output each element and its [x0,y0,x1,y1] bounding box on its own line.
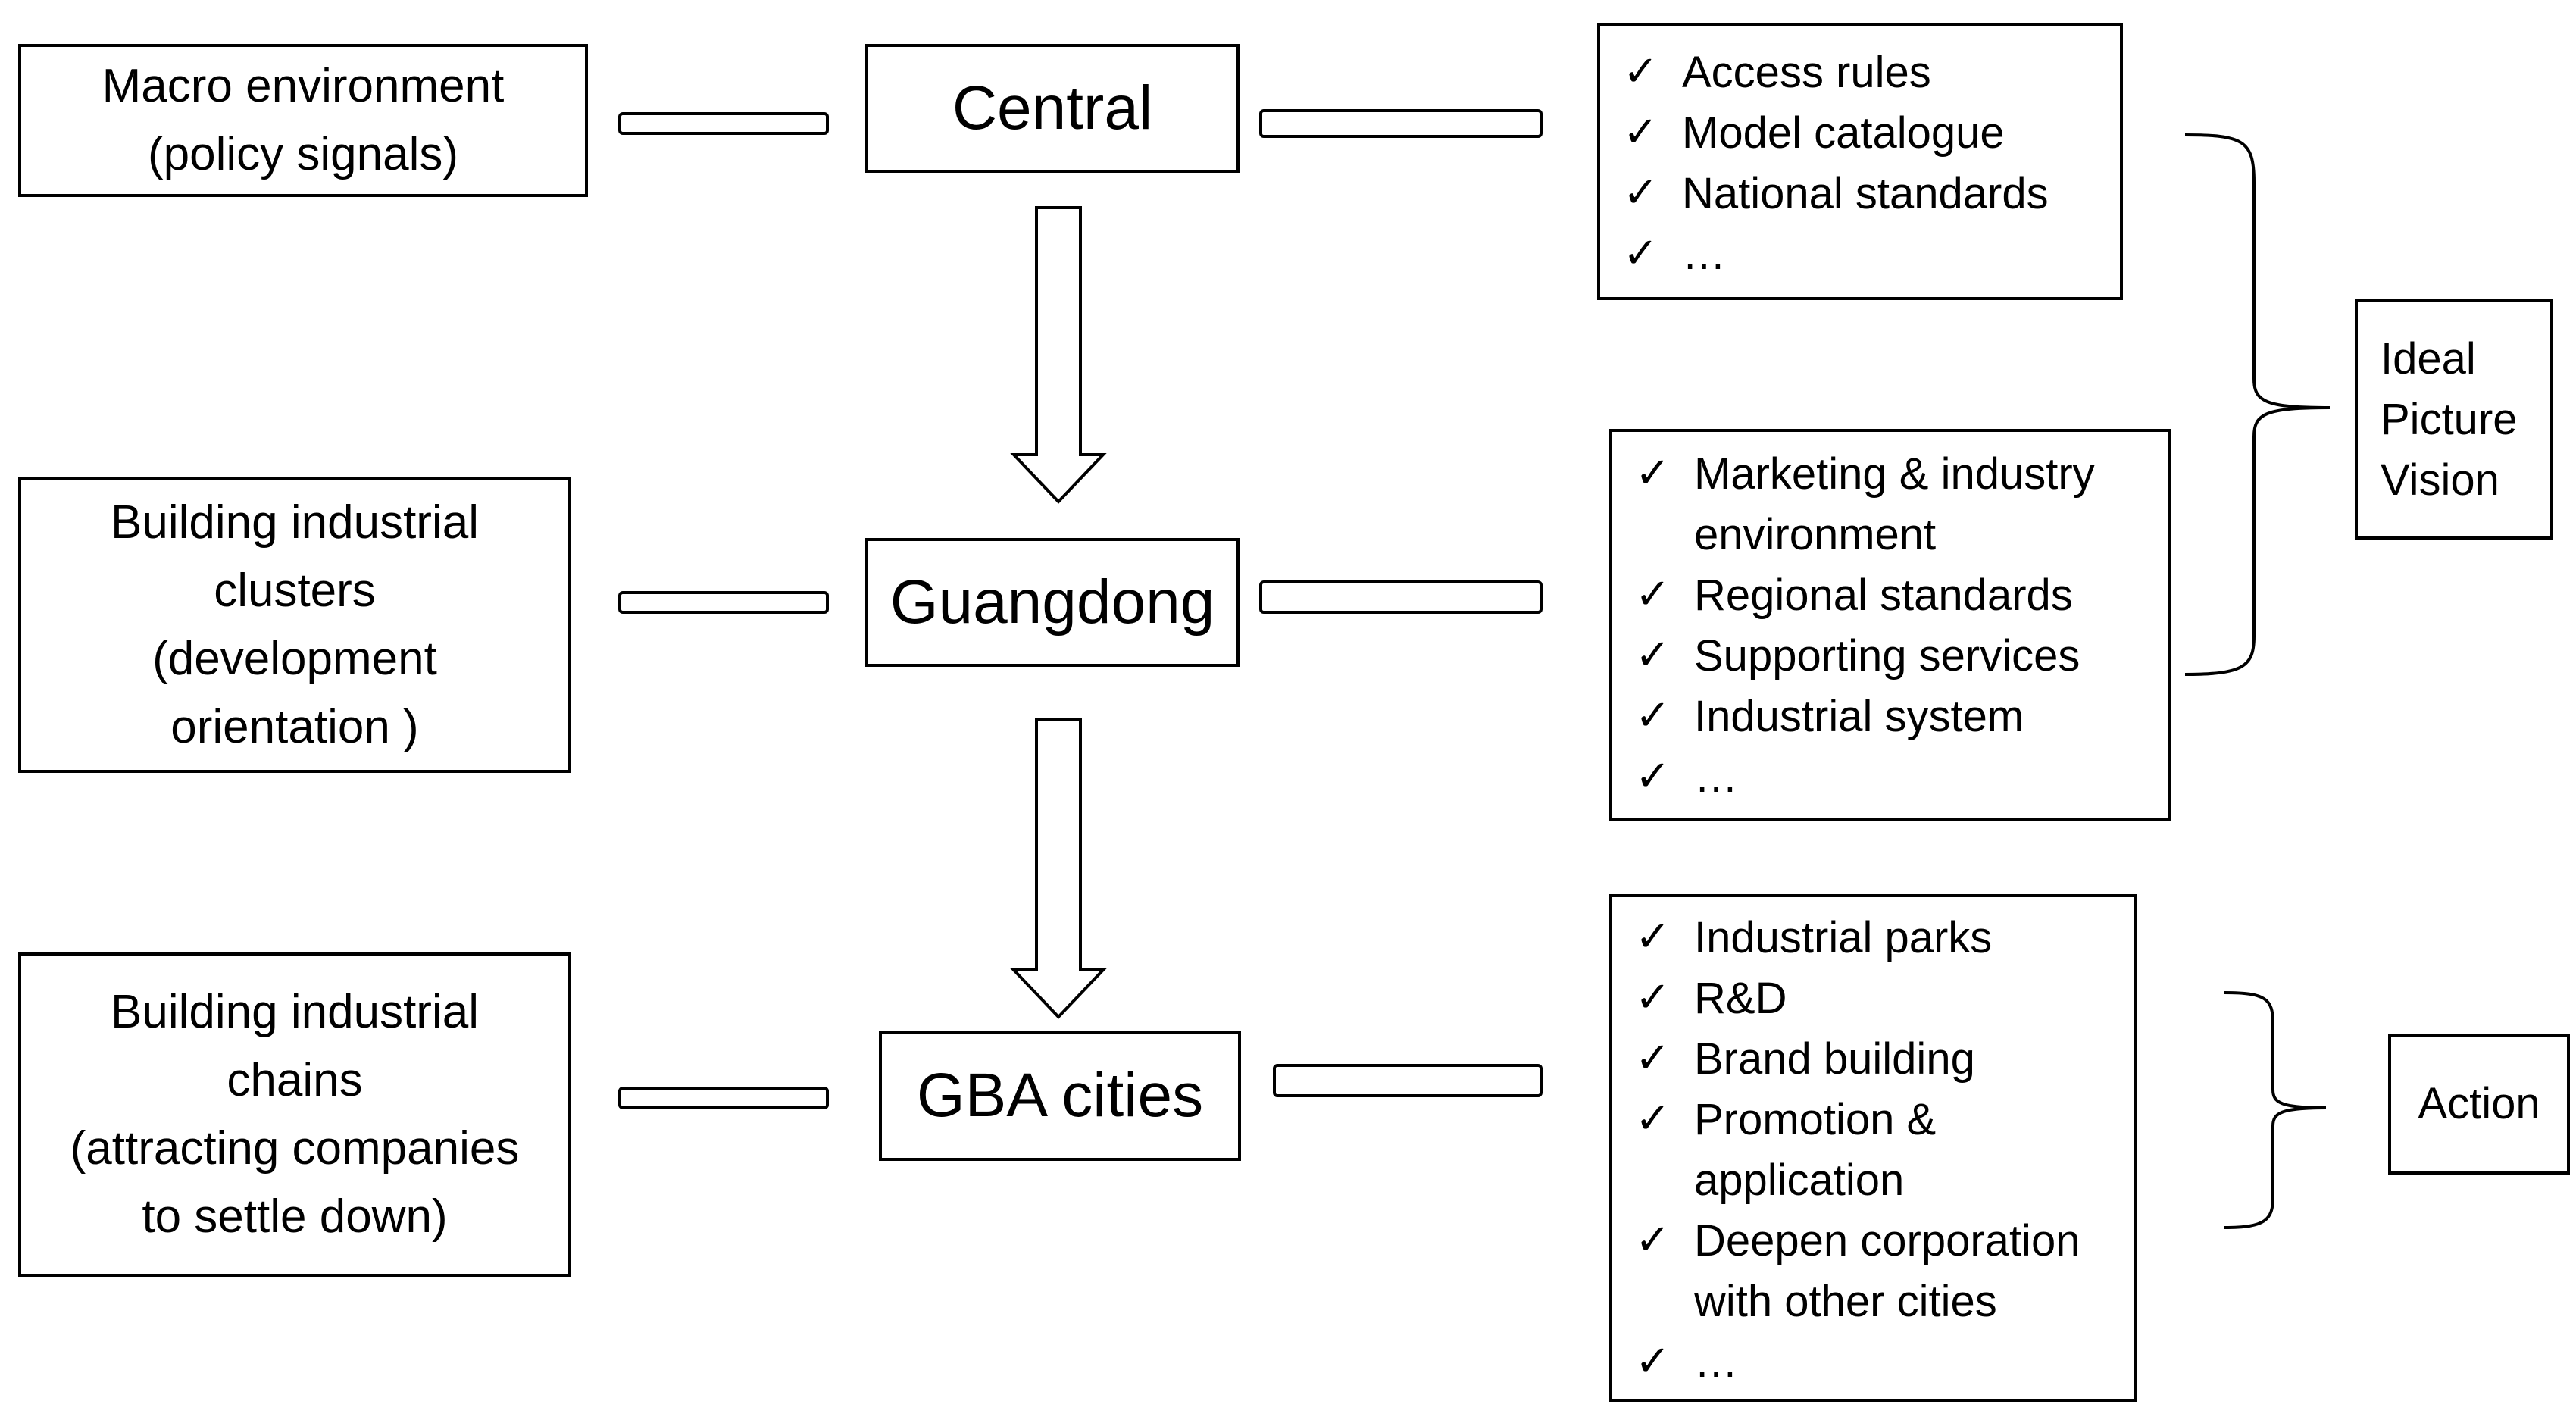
check-icon: ✓ [1635,630,1671,680]
list-item: ✓Deepen corporation with other cities [1612,1211,2121,1332]
level-box-guangdong: Guangdong [865,538,1240,667]
list-item: ✓Brand building [1612,1029,2121,1090]
connector-left-central [618,112,829,135]
check-icon: ✓ [1623,229,1658,279]
measure-list: ✓Access rules ✓Model catalogue ✓National… [1600,42,2120,285]
brace-action [2224,991,2327,1229]
connector-right-central [1259,109,1543,138]
left-box-line: clusters [214,565,376,618]
left-box-line: (attracting companies [70,1122,520,1175]
check-icon: ✓ [1635,449,1671,498]
level-box-gba-cities: GBA cities [879,1031,1241,1161]
list-box-central-measures: ✓Access rules ✓Model catalogue ✓National… [1597,23,2123,300]
summary-line: Picture [2381,395,2518,445]
left-box-line: orientation ) [170,700,419,753]
left-box-industrial-clusters: Building industrial clusters (developmen… [18,477,571,773]
list-item: ✓Regional standards [1612,565,2153,626]
check-icon: ✓ [1623,168,1658,218]
down-arrow-central-to-guangdong [1010,206,1107,504]
level-label: Guangdong [889,568,1215,637]
check-icon: ✓ [1635,1034,1671,1084]
check-icon: ✓ [1635,973,1671,1023]
check-icon: ✓ [1635,912,1671,962]
check-icon: ✓ [1635,1094,1671,1144]
left-box-industrial-chains: Building industrial chains (attracting c… [18,952,571,1277]
list-item: ✓… [1612,747,2153,808]
list-item: ✓Marketing & industry environment [1612,444,2153,565]
left-box-line: (policy signals) [147,128,458,180]
list-item: ✓National standards [1600,164,2120,224]
measure-list: ✓Marketing & industry environment ✓Regio… [1612,444,2153,808]
left-box-macro-environment: Macro environment (policy signals) [18,44,588,197]
left-box-line: to settle down) [142,1190,448,1243]
connector-right-gba [1273,1064,1543,1097]
check-icon: ✓ [1635,752,1671,802]
connector-left-guangdong [618,591,829,614]
down-arrow-guangdong-to-gba [1010,718,1107,1019]
check-icon: ✓ [1623,108,1658,158]
brace-vision [2184,133,2331,676]
check-icon: ✓ [1635,1337,1671,1387]
summary-line: Ideal [2381,334,2476,383]
check-icon: ✓ [1635,570,1671,620]
list-item: ✓Model catalogue [1600,103,2120,164]
left-box-line: Building industrial [111,986,479,1039]
list-box-guangdong-measures: ✓Marketing & industry environment ✓Regio… [1609,429,2171,821]
level-label: Central [952,74,1153,142]
level-box-central: Central [865,44,1240,173]
left-box-line: Building industrial [111,496,479,549]
list-box-gba-measures: ✓Industrial parks ✓R&D ✓Brand building ✓… [1609,894,2137,1402]
left-box-line: chains [227,1054,363,1107]
summary-line: Vision [2381,455,2499,505]
list-item: ✓… [1612,1332,2121,1393]
connector-left-gba [618,1087,829,1109]
list-item: ✓… [1600,224,2120,285]
summary-line: Action [2418,1078,2540,1128]
list-item: ✓Access rules [1600,42,2120,103]
list-item: ✓Promotion & application [1612,1090,2121,1211]
left-box-line: Macro environment [102,60,505,113]
summary-box-action: Action [2388,1034,2570,1175]
measure-list: ✓Industrial parks ✓R&D ✓Brand building ✓… [1612,908,2121,1393]
summary-box-vision: Ideal Picture Vision [2355,299,2553,540]
left-box-line: (development [152,633,437,685]
list-item: ✓Supporting services [1612,626,2153,687]
check-icon: ✓ [1623,47,1658,96]
level-label: GBA cities [916,1061,1204,1130]
list-item: ✓R&D [1612,968,2121,1029]
list-item: ✓Industrial parks [1612,908,2121,968]
connector-right-guangdong [1259,580,1543,614]
check-icon: ✓ [1635,1215,1671,1265]
list-item: ✓Industrial system [1612,687,2153,747]
check-icon: ✓ [1635,691,1671,741]
